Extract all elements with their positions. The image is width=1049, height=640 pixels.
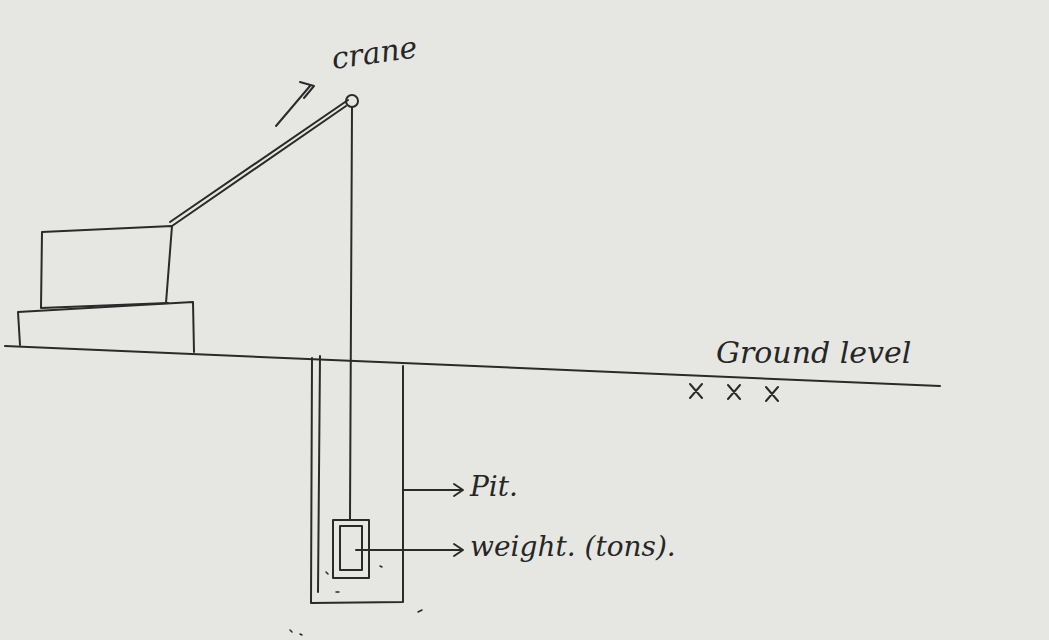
crane-label: crane [329, 30, 419, 75]
leader-arrow [356, 544, 463, 556]
pit-outline [311, 356, 403, 603]
weight-inner [340, 526, 362, 570]
crane-cab [41, 226, 172, 308]
pit-marks [290, 566, 422, 635]
crane-boom [170, 100, 348, 226]
ground-level-label: Ground level [716, 336, 911, 369]
weight-label: weight. (tons). [470, 532, 676, 563]
crane-base [18, 302, 194, 352]
ground-hatch [690, 384, 778, 401]
cable [350, 107, 352, 520]
pulley [346, 95, 358, 107]
leader-line [276, 82, 314, 126]
pit-label: Pit. [470, 472, 518, 503]
leader-arrow [404, 484, 463, 496]
